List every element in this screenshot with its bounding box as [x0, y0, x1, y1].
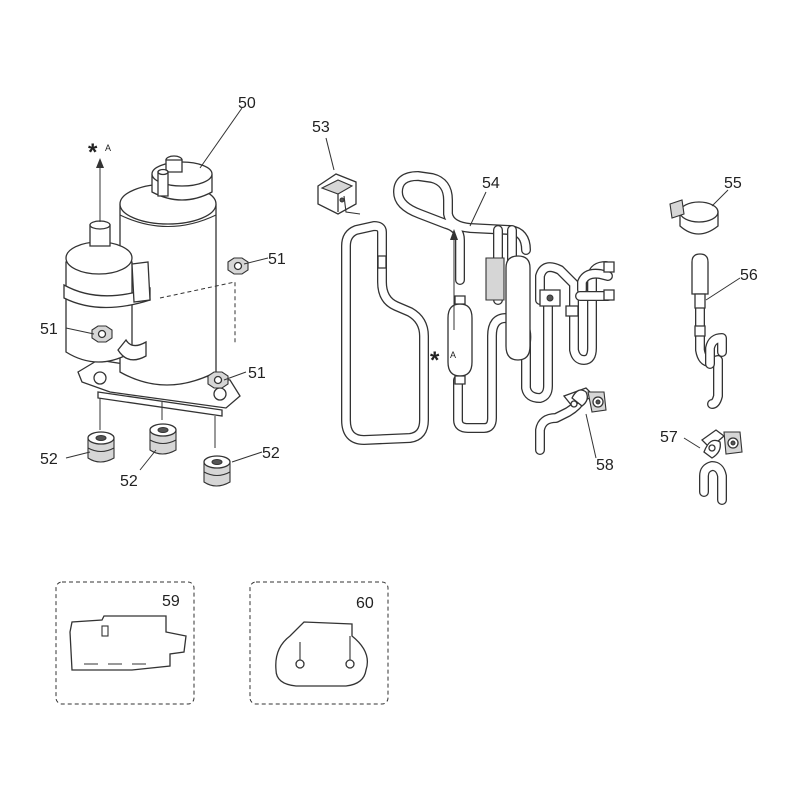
label-51c: 51 — [248, 365, 266, 382]
nut-51b — [91, 325, 113, 343]
service-valve-57 — [699, 429, 743, 505]
reference-markers: * A * A — [88, 139, 456, 374]
label-52c: 52 — [262, 445, 280, 462]
ref-a-top: A — [105, 143, 111, 153]
label-53: 53 — [312, 119, 330, 136]
compressor-assembly — [63, 155, 249, 487]
part-56 — [691, 253, 727, 409]
label-51b: 51 — [40, 321, 58, 338]
leader-lines — [65, 107, 741, 471]
terminal-cover-53 — [317, 173, 361, 215]
service-valve-58 — [535, 387, 607, 455]
label-56: 56 — [740, 267, 758, 284]
part-55 — [669, 199, 719, 235]
grommet-52b — [149, 423, 177, 455]
label-58: 58 — [596, 457, 614, 474]
label-57: 57 — [660, 429, 678, 446]
label-52b: 52 — [120, 473, 138, 490]
ref-a-pipe: A — [450, 350, 456, 360]
label-59: 59 — [162, 593, 180, 610]
label-52a: 52 — [40, 451, 58, 468]
nut-51a — [227, 257, 249, 275]
part-60-box — [249, 581, 389, 705]
label-55: 55 — [724, 175, 742, 192]
label-50: 50 — [238, 95, 256, 112]
label-51a: 51 — [268, 251, 286, 268]
star-marker-pipe: * — [430, 347, 440, 374]
label-60: 60 — [356, 595, 374, 612]
label-54: 54 — [482, 175, 500, 192]
grommet-52c — [203, 455, 231, 487]
star-marker-top: * — [88, 139, 98, 166]
part-59-box — [55, 581, 195, 705]
grommet-52a — [87, 431, 115, 463]
nut-51c — [207, 371, 229, 389]
pipe-assembly-54 — [341, 171, 615, 445]
callout-labels: 50 51 51 51 52 52 52 53 54 55 56 57 58 5… — [40, 95, 758, 612]
